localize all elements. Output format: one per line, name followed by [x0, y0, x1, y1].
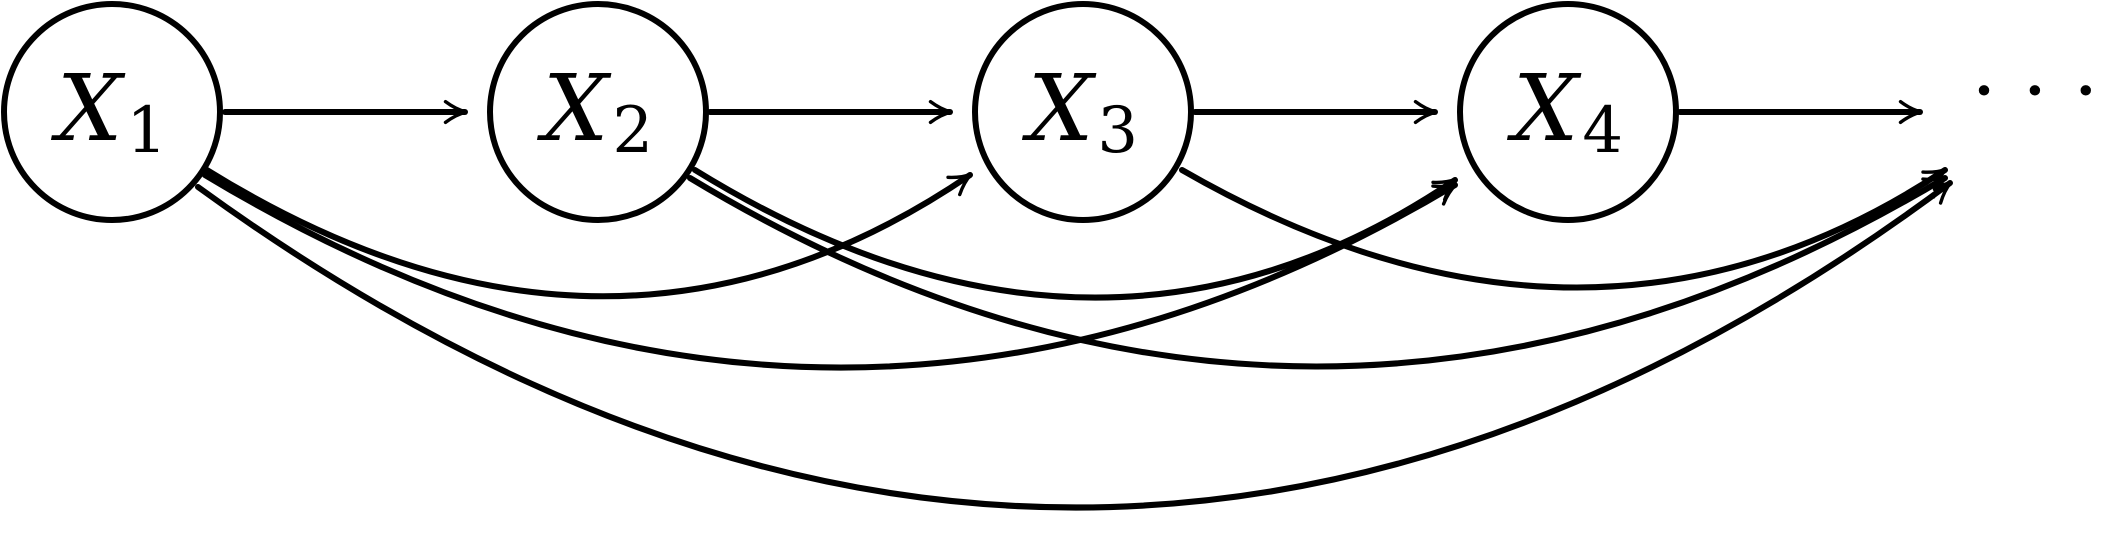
node-x3-subscript: 3	[1097, 94, 1138, 168]
svg-text:X4: X4	[1507, 55, 1623, 168]
node-x4-subscript: 4	[1582, 94, 1623, 168]
node-x1-subscript: 1	[126, 94, 167, 168]
svg-text:X2: X2	[537, 55, 653, 168]
node-x2: X2	[487, 1, 709, 223]
node-x2-letter: X	[537, 55, 612, 162]
edge-x1-x3	[204, 167, 973, 300]
node-x3: X3	[972, 1, 1194, 223]
node-x1: X1	[1, 1, 223, 223]
edge-x1-x4	[202, 172, 1458, 371]
svg-text:X3: X3	[1022, 55, 1138, 168]
edge-x1-ellipsis	[195, 180, 1953, 511]
edge-x3-ellipsis	[1179, 167, 1948, 291]
edge-x2-ellipsis	[687, 175, 1948, 370]
node-x3-letter: X	[1022, 55, 1097, 162]
ellipsis: · · ·	[1971, 44, 2098, 137]
node-x4: X4	[1457, 1, 1679, 223]
node-x1-letter: X	[51, 55, 126, 162]
node-x2-subscript: 2	[612, 94, 653, 168]
svg-text:X1: X1	[51, 55, 167, 168]
node-x4-letter: X	[1507, 55, 1582, 162]
